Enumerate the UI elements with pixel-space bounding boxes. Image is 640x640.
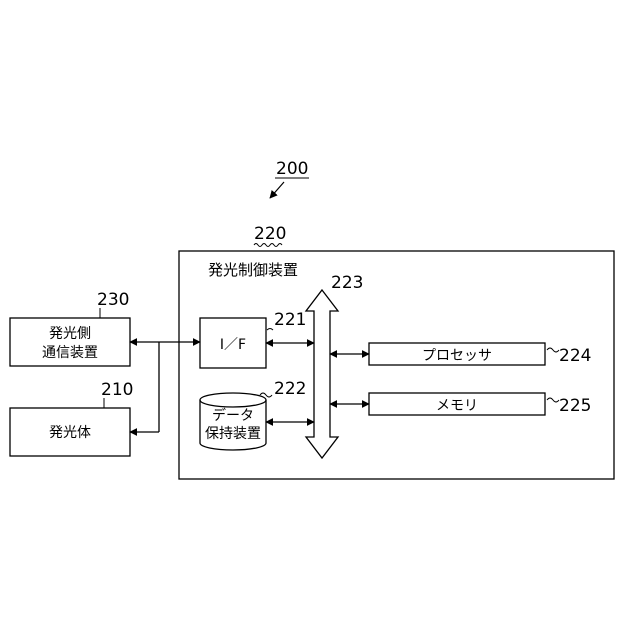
storage-label-line2: 保持装置 [205, 426, 261, 442]
controller-ref-label: 220 [254, 224, 286, 244]
system-ref-label: 200 [276, 159, 308, 179]
memory-ref-leader [547, 398, 559, 402]
interface-label: I／F [220, 337, 246, 353]
storage-ref-label: 222 [274, 379, 306, 399]
bus-arrow [306, 290, 338, 458]
processor-label: プロセッサ [422, 348, 492, 364]
comm-ref-label: 230 [97, 290, 129, 310]
storage-cylinder-top [200, 393, 266, 407]
interface-ref-label: 221 [274, 310, 306, 330]
bus-ref-label: 223 [331, 273, 363, 293]
comm-device-label-line2: 通信装置 [42, 345, 98, 361]
emitter-label: 発光体 [49, 425, 91, 441]
memory-ref-label: 225 [559, 396, 591, 416]
memory-label: メモリ [436, 398, 478, 414]
comm-device-label-line1: 発光側 [49, 326, 91, 342]
system-ref-arrow [270, 182, 284, 198]
processor-ref-label: 224 [559, 346, 591, 366]
storage-label-line1: データ [212, 407, 254, 424]
interface-ref-leader [267, 329, 273, 331]
emitter-ref-label: 210 [101, 380, 133, 400]
controller-title: 発光制御装置 [208, 261, 298, 279]
processor-ref-leader [547, 348, 559, 352]
